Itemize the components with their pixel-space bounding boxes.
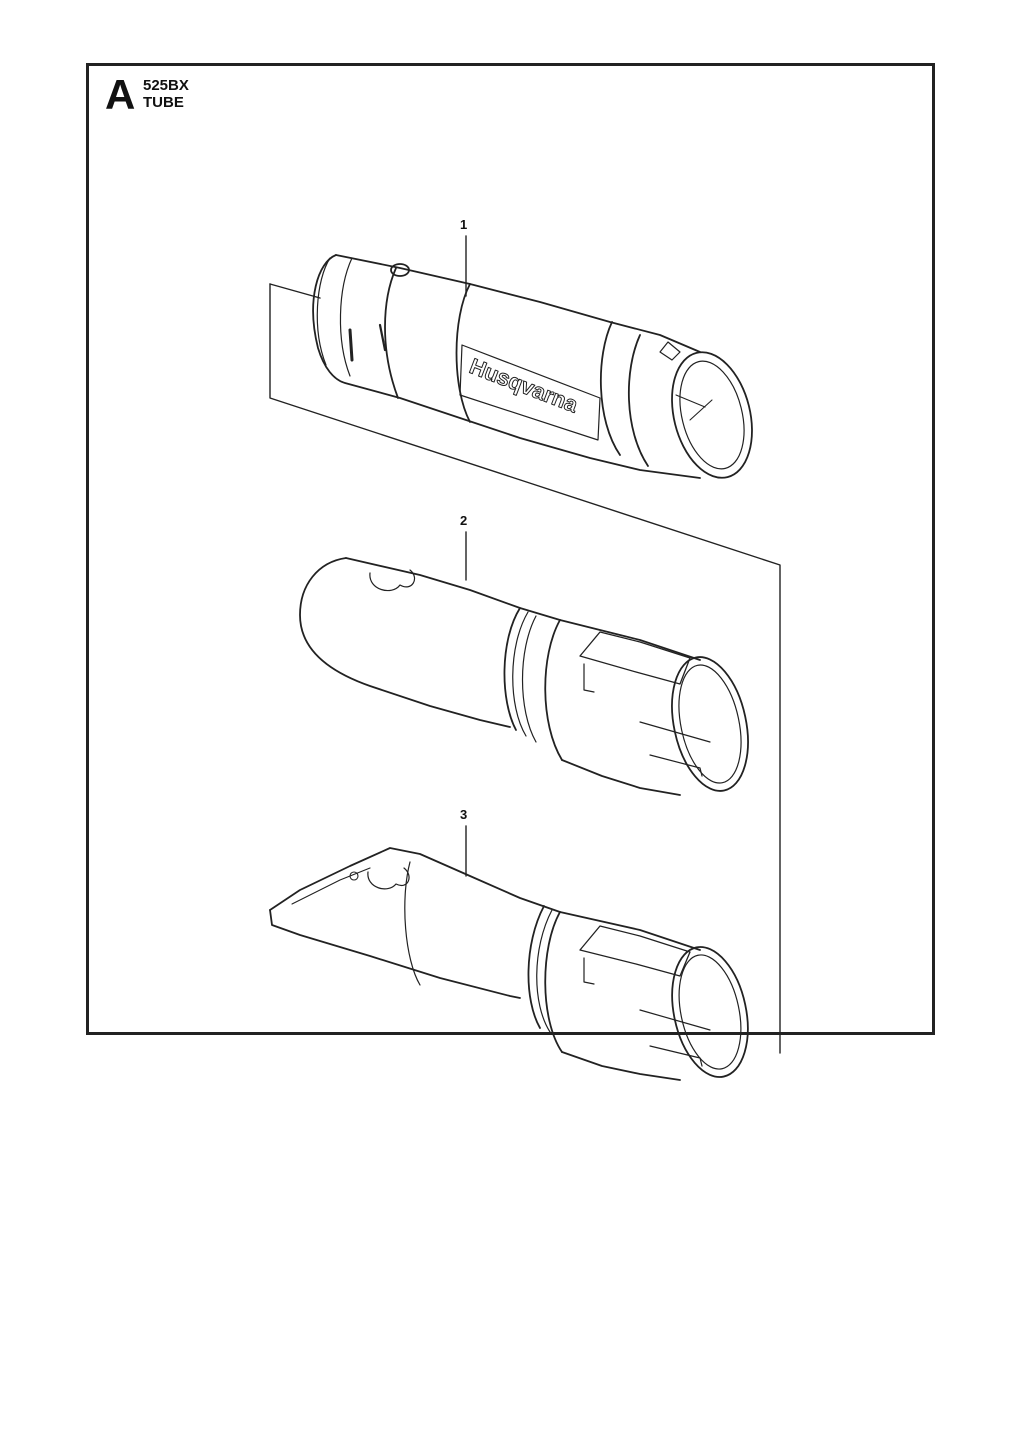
diagram-frame [86, 63, 935, 1035]
section-title: TUBE [143, 94, 184, 111]
callout-1: 1 [460, 217, 468, 232]
part-1-tube [312, 254, 753, 479]
part-2-round-nozzle [299, 557, 749, 796]
section-letter: A [105, 71, 136, 118]
callout-3: 3 [460, 807, 468, 822]
part-3-flat-nozzle [269, 847, 749, 1081]
brand-logo-text: Husqvarna [466, 353, 582, 417]
callout-2: 2 [460, 513, 468, 528]
assembly-reference-lines [269, 283, 781, 1054]
model-label: 525BX [143, 77, 189, 94]
